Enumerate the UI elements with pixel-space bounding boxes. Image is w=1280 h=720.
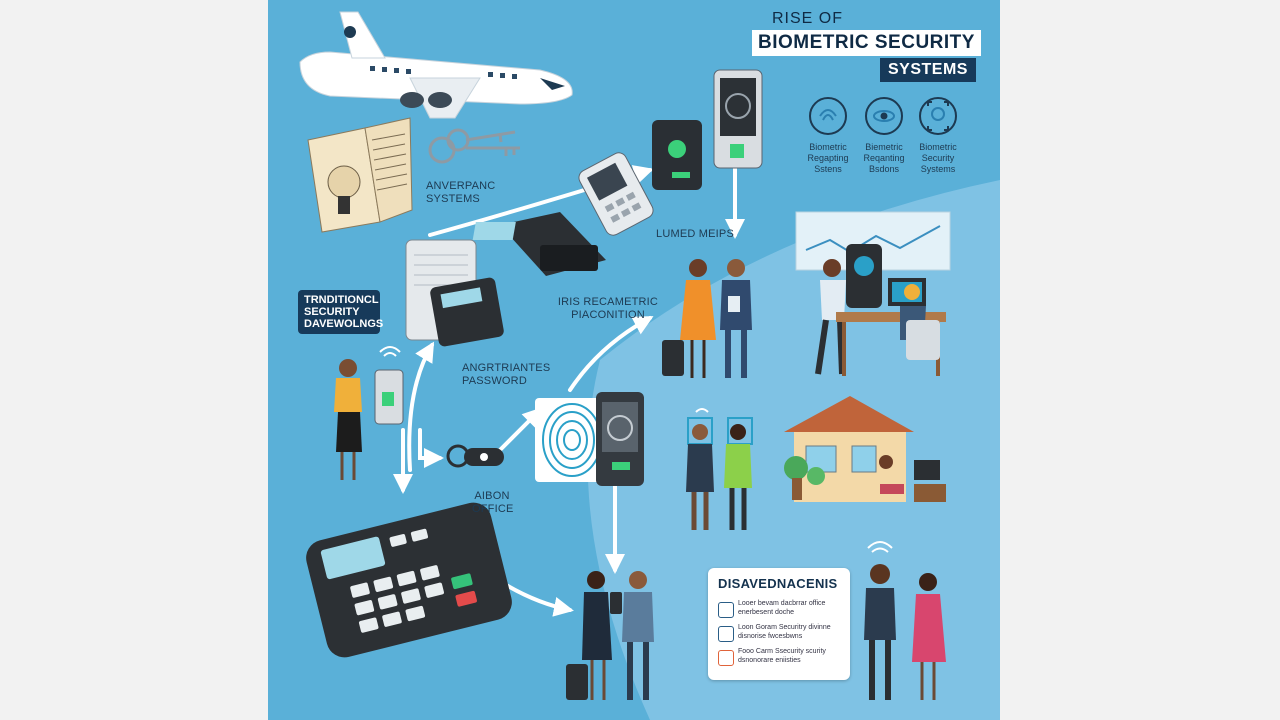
passport-illustration xyxy=(307,117,413,233)
advantage-text: Looer bevam dacbrrar office enerbesent d… xyxy=(738,600,826,616)
advantage-item: Fooo Carm Ssecurity scurity dsnonorare e… xyxy=(718,648,846,670)
woman-at-scanner xyxy=(334,359,404,480)
advantage-item: Loon Goram Securitry divinne disnorise f… xyxy=(718,624,846,646)
lock-icon xyxy=(718,626,734,642)
wall-biometric-scanners xyxy=(652,69,763,190)
icon-caption-2: Biemetric Reqanting Bsdons xyxy=(863,142,905,174)
fingerprint-scan-icon xyxy=(809,97,847,135)
card-reader-illustration xyxy=(472,212,606,276)
icon-caption-1: Biometric Regapting Sstens xyxy=(807,142,849,174)
label-angrtriantes-password: ANGRTRIANTES PASSWORD xyxy=(462,362,551,387)
title-rise-of: RISE OF xyxy=(772,10,844,27)
arrow-to-travelers xyxy=(568,316,654,392)
icon-caption-3: Biometric Security Systems xyxy=(919,142,957,174)
wifi-signal-icon xyxy=(379,346,401,357)
advantages-card: DISAVEDNACENIS Looer bevam dacbrrar offi… xyxy=(708,568,850,680)
office-scene xyxy=(795,211,951,376)
label-lumed-meips: LUMED MEIPS xyxy=(656,228,734,240)
title-main: BIOMETRIC SECURITY xyxy=(752,30,981,56)
label-aibon-office: AIBON OFFICE xyxy=(472,490,514,515)
smart-home-scene xyxy=(784,396,946,502)
checkbox-checked-icon xyxy=(718,650,734,666)
arrow-up-to-atm xyxy=(407,341,435,472)
airplane-illustration xyxy=(299,11,573,119)
shield-check-icon xyxy=(718,602,734,618)
keypad-terminal-illustration xyxy=(306,502,512,658)
key-fob-illustration xyxy=(446,444,504,468)
label-iris-recametric: IRIS RECAMETRIC PIACONITION xyxy=(557,296,659,321)
advantages-title: DISAVEDNACENIS xyxy=(718,576,838,591)
business-couple xyxy=(864,541,946,700)
couple-with-phone xyxy=(566,571,654,700)
eye-scan-icon xyxy=(865,97,903,135)
atm-illustration xyxy=(405,239,504,347)
advantage-item: Looer bevam dacbrrar office enerbesent d… xyxy=(718,600,846,622)
top-icon-circles xyxy=(809,97,957,135)
face-scan-icon xyxy=(919,97,957,135)
title-systems: SYSTEMS xyxy=(880,58,976,82)
advantage-text: Fooo Carm Ssecurity scurity dsnonorare e… xyxy=(738,648,826,664)
arrow-to-keyfob xyxy=(418,428,444,468)
couple-face-scan xyxy=(686,408,753,530)
fingerprint-scanner-panel xyxy=(535,392,644,486)
advantage-text: Loon Goram Securitry divinne disnorise f… xyxy=(738,624,831,640)
keys-illustration xyxy=(428,128,520,164)
travelers-couple xyxy=(662,259,752,378)
label-anverpanc-systems: ANVERPANC SYSTEMS xyxy=(426,180,496,205)
handheld-scanner-illustration xyxy=(578,152,654,236)
label-traditional-security: TRNDITIONCL SECURITY DAVEWOLNGS xyxy=(298,290,383,334)
